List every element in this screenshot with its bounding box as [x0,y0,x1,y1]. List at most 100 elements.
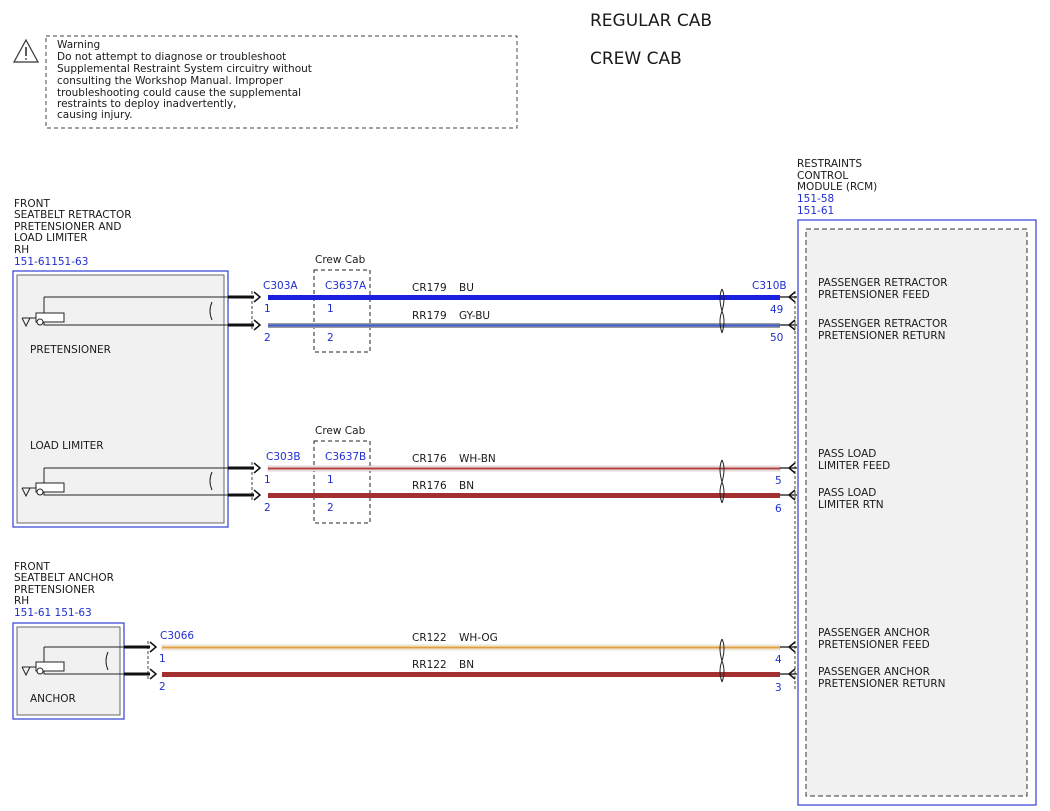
pin-number: 5 [775,475,782,487]
anchor-component-outline [12,622,125,720]
rcm-ref-link[interactable]: 151-61 [797,205,834,217]
load-limiter-squib-icon [21,467,230,498]
svg-text:MODULE (RCM): MODULE (RCM) [797,181,877,193]
signal-label: PASSENGER RETRACTOR [818,318,948,330]
wire-rr122[interactable] [162,672,780,677]
svg-text:RESTRAINTS: RESTRAINTS [797,158,862,170]
anchor-squib-icon [21,646,126,677]
rcm-ref-link[interactable]: 151-58 [797,193,834,205]
svg-text:PRETENSIONER: PRETENSIONER [14,584,95,596]
warning-box: Warning Do not attempt to diagnose or tr… [12,35,518,129]
warning-triangle-icon [12,38,40,63]
anchor-title: FRONT SEATBELT ANCHOR PRETENSIONER RH 15… [14,561,114,619]
pin-number: 1 [264,474,271,486]
signal-label: PRETENSIONER FEED [818,289,930,301]
anchor-component-box [16,626,121,716]
connector-c310b[interactable]: C310B [752,280,787,292]
color-code-label: WH-BN [459,453,496,465]
svg-text:Crew Cab: Crew Cab [315,425,366,437]
wire-rr176[interactable] [268,493,780,498]
warning-line: Do not attempt to diagnose or troublesho… [57,51,286,63]
signal-label: PASSENGER ANCHOR [818,627,930,639]
rcm-title: RESTRAINTS CONTROL MODULE (RCM) 151-58 1… [797,158,877,217]
svg-text:FRONT: FRONT [14,561,50,573]
color-code-label: WH-OG [459,632,498,644]
signal-label: PASSENGER ANCHOR [818,666,930,678]
connector-c303b[interactable]: C303B [266,451,301,463]
color-code-label: BN [459,659,474,671]
warning-line: restraints to deploy inadvertently, [57,98,236,110]
signal-label: PASS LOAD [818,448,876,460]
header-crew-cab: CREW CAB [590,49,682,69]
color-code-label: BN [459,480,474,492]
load-limiter-label: LOAD LIMITER [30,440,104,452]
inline-connector-b: Crew Cab C3637B 1 2 [313,425,371,524]
circuit-label: RR179 [412,310,447,322]
pin-number: 2 [327,332,334,344]
circuit-label: CR179 [412,282,447,294]
pin-number: 6 [775,503,782,515]
signal-label: LIMITER FEED [818,460,890,472]
twisted-pair-icon [719,638,725,683]
svg-text:RH: RH [14,595,29,607]
pin-number: 50 [770,332,783,344]
signal-label: PRETENSIONER RETURN [818,330,946,342]
pin-number: 1 [159,653,166,665]
warning-line: Warning [57,39,100,51]
pin-number: 1 [327,474,334,486]
anchor-refs-link[interactable]: 151-61 151-63 [14,607,92,619]
anchor-label: ANCHOR [30,693,76,705]
warning-line: Supplemental Restraint System circuitry … [57,63,312,75]
wire-cr179[interactable] [268,295,780,300]
signal-label: LIMITER RTN [818,499,884,511]
rcm-module-box [805,228,1028,797]
pin-number: 49 [770,304,783,316]
pretensioner-squib-icon [21,296,230,328]
twisted-pair-icon [719,288,725,334]
svg-text:RH: RH [14,244,29,256]
retractor-title: FRONT SEATBELT RETRACTOR PRETENSIONER AN… [14,198,132,268]
pretensioner-label: PRETENSIONER [30,344,111,356]
signal-label: PASS LOAD [818,487,876,499]
signal-label: PRETENSIONER RETURN [818,678,946,690]
wire-cr122[interactable] [161,644,781,651]
pin-number: 2 [264,502,271,514]
left-connector-stubs [124,291,262,680]
svg-text:CONTROL: CONTROL [797,170,848,182]
connector-c3637b[interactable]: C3637B [325,451,366,463]
circuit-label: CR176 [412,453,447,465]
svg-text:PRETENSIONER AND: PRETENSIONER AND [14,221,121,233]
warning-line: causing injury. [57,109,132,121]
circuit-label: RR122 [412,659,447,671]
rcm-module-outline [797,219,1037,806]
connector-c303a[interactable]: C303A [263,280,298,292]
warning-line: troubleshooting could cause the suppleme… [57,87,301,99]
wire-rr179[interactable] [268,323,780,328]
svg-text:SEATBELT RETRACTOR: SEATBELT RETRACTOR [14,209,132,221]
rcm-connector-stubs [780,291,797,690]
pin-number: 1 [327,303,334,315]
circuit-label: CR122 [412,632,447,644]
pin-number: 1 [264,303,271,315]
wire-cr176[interactable] [267,465,781,472]
header-regular-cab: REGULAR CAB [590,11,712,31]
pin-number: 3 [775,682,782,694]
pin-number: 2 [264,332,271,344]
connector-c3066[interactable]: C3066 [160,630,194,642]
svg-text:SEATBELT ANCHOR: SEATBELT ANCHOR [14,572,114,584]
connector-c3637a[interactable]: C3637A [325,280,367,292]
twisted-pair-icon [719,459,725,504]
retractor-refs-link[interactable]: 151-61151-63 [14,256,88,268]
color-code-label: GY-BU [459,310,490,322]
pin-number: 2 [327,502,334,514]
pin-number: 4 [775,654,782,666]
warning-line: consulting the Workshop Manual. Improper [57,75,284,87]
signal-label: PRETENSIONER FEED [818,639,930,651]
color-code-label: BU [459,282,474,294]
pin-number: 2 [159,681,166,693]
circuit-label: RR176 [412,480,447,492]
svg-text:Crew Cab: Crew Cab [315,254,366,266]
signal-label: PASSENGER RETRACTOR [818,277,948,289]
inline-connector-a: Crew Cab C3637A 1 2 [313,254,371,353]
